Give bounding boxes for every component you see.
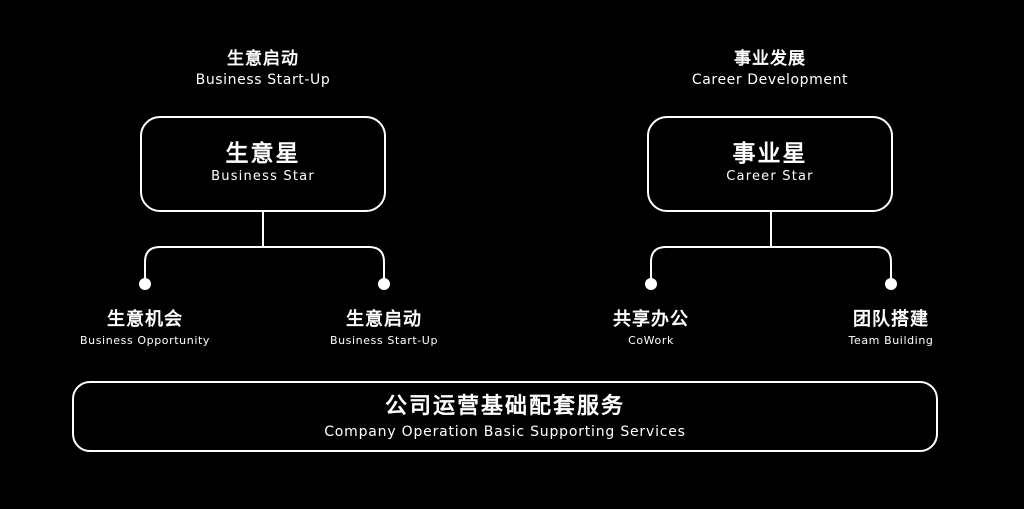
leaf-team-building: 团队搭建 Team Building: [811, 309, 971, 348]
career-star-en: Career Star: [726, 169, 814, 184]
supporting-services-en: Company Operation Basic Supporting Servi…: [324, 424, 686, 440]
leaf-team-building-en: Team Building: [848, 334, 934, 347]
leaf-business-startup-en: Business Start-Up: [329, 334, 439, 347]
career-star-zh: 事业星: [732, 141, 808, 167]
left-branch-line: [144, 246, 385, 285]
right-branch-line: [650, 246, 892, 285]
leaf-cowork: 共享办公 CoWork: [571, 309, 731, 348]
leaf-cowork-en: CoWork: [628, 334, 674, 347]
leaf-business-opportunity: 生意机会 Business Opportunity: [55, 309, 235, 348]
left-leaf-2-dot: [378, 278, 390, 290]
right-leaf-2-dot: [885, 278, 897, 290]
right-heading-zh: 事业发展: [734, 49, 806, 69]
left-heading: 生意启动 Business Start-Up: [163, 49, 363, 89]
right-heading: 事业发展 Career Development: [670, 49, 870, 89]
right-heading-en: Career Development: [691, 72, 849, 88]
business-star-zh: 生意星: [225, 141, 301, 167]
left-heading-zh: 生意启动: [227, 49, 299, 69]
business-star-box: 生意星 Business Star: [140, 116, 386, 212]
left-heading-en: Business Start-Up: [195, 72, 331, 88]
leaf-business-opportunity-zh: 生意机会: [107, 309, 183, 330]
supporting-services-bar: 公司运营基础配套服务 Company Operation Basic Suppo…: [72, 381, 938, 452]
business-star-en: Business Star: [211, 169, 315, 184]
left-leaf-1-dot: [139, 278, 151, 290]
leaf-business-startup-zh: 生意启动: [346, 309, 422, 330]
supporting-services-zh: 公司运营基础配套服务: [384, 394, 625, 419]
leaf-cowork-zh: 共享办公: [613, 309, 689, 330]
right-leaf-1-dot: [645, 278, 657, 290]
career-star-box: 事业星 Career Star: [647, 116, 893, 212]
leaf-team-building-zh: 团队搭建: [853, 309, 929, 330]
leaf-business-opportunity-en: Business Opportunity: [79, 334, 210, 347]
leaf-business-startup: 生意启动 Business Start-Up: [294, 309, 474, 348]
